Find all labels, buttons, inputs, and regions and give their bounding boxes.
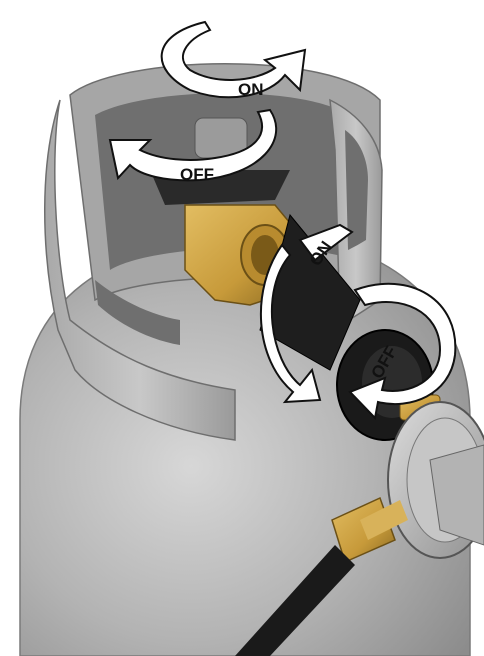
regulator bbox=[388, 395, 484, 558]
valve-off-label: OFF bbox=[180, 165, 214, 184]
valve-on-label: ON bbox=[238, 80, 264, 99]
